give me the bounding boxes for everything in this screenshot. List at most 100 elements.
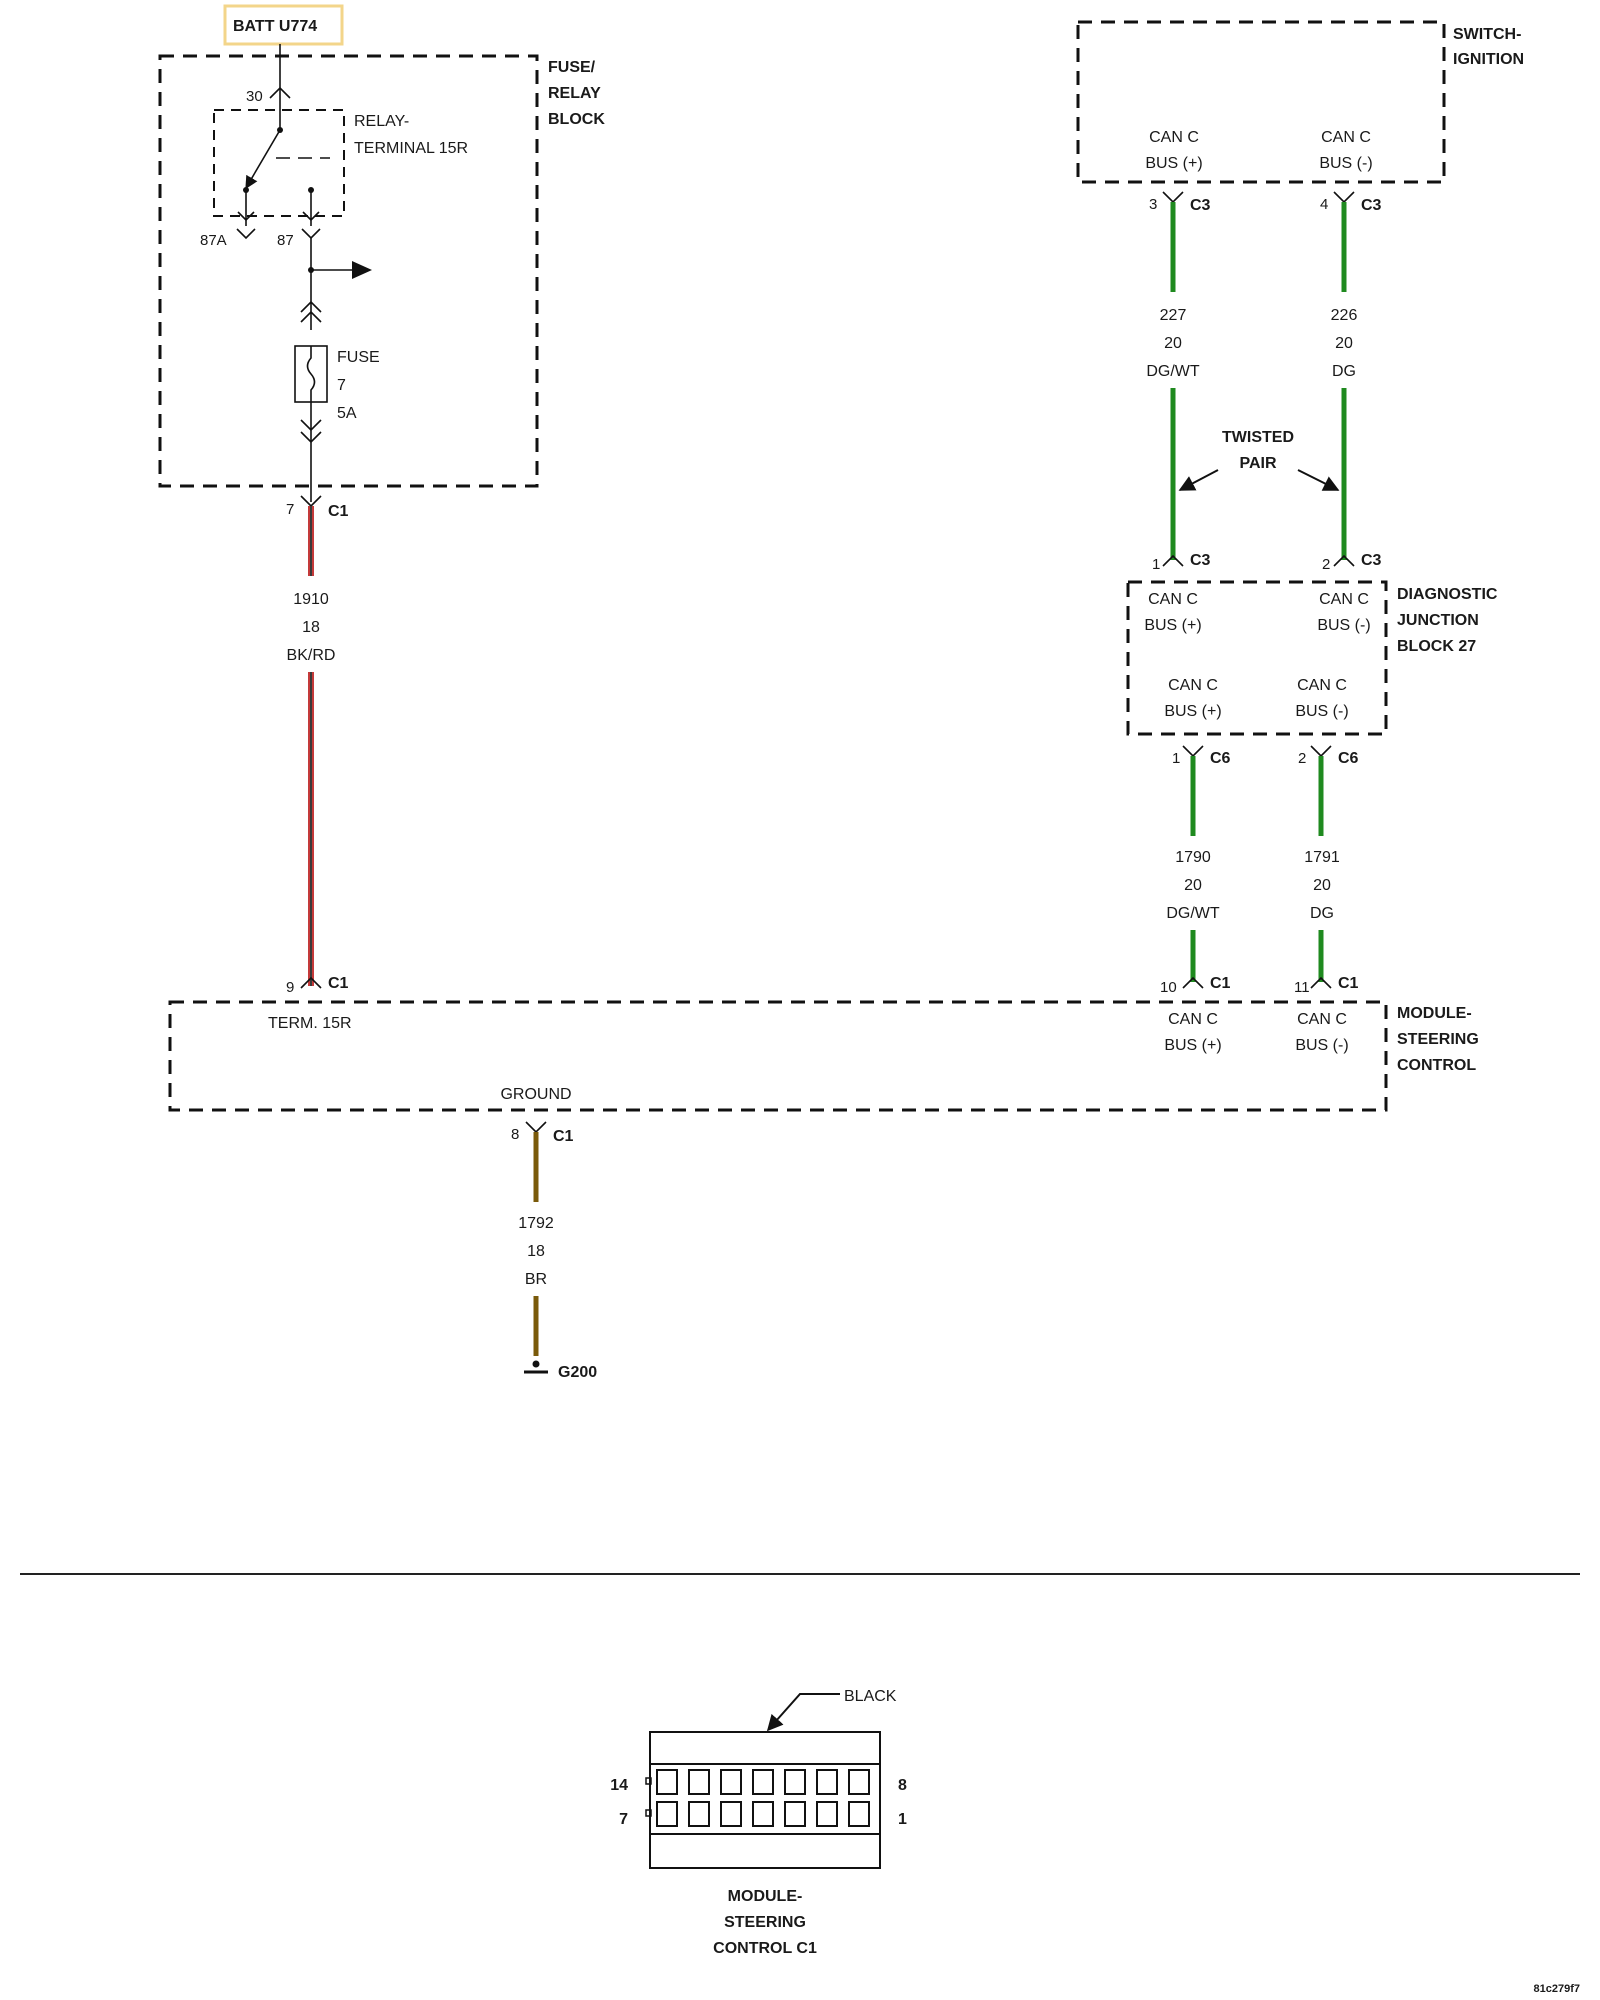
djb-in-pin-2: 2	[1322, 556, 1330, 573]
wire-1791-color: DG	[1310, 905, 1334, 922]
pin-7-conn-label: C1	[328, 503, 349, 520]
fuse-7-icon	[294, 345, 328, 403]
djb-pin-1-c3-connector-icon	[1162, 554, 1184, 567]
switch-pin-4: 4	[1320, 196, 1328, 213]
connector-body	[649, 1731, 881, 1869]
pin-30-label: 30	[246, 88, 263, 105]
module-can-plus-2: BUS (+)	[1164, 1037, 1221, 1054]
relay-label-1: RELAY-	[354, 113, 409, 130]
ground-g200: G200	[524, 1360, 597, 1381]
connector-caption-1: MODULE-	[728, 1888, 803, 1905]
djb-pin-1-c6-connector-icon	[1182, 745, 1204, 758]
batt-u774: BATT U774	[223, 4, 344, 88]
djb-outline	[1126, 580, 1388, 736]
pin-3-c3-connector-icon	[1162, 191, 1184, 204]
connector-color-arrow-icon	[766, 1693, 840, 1732]
switch-can-plus-1: CAN C	[1149, 129, 1199, 146]
wire-226: 226 20 DG	[1331, 202, 1358, 560]
module-pin-11: 11	[1294, 979, 1310, 996]
switch-pin-4-conn: C3	[1361, 197, 1382, 214]
ground-icon	[532, 1360, 540, 1368]
twisted-pair-left-arrow-icon	[1178, 469, 1219, 491]
djb-in-pin-1-conn: C3	[1190, 552, 1211, 569]
connector-view: BLACK 14 7 8 1 MODULE- STEERING	[610, 1688, 907, 1957]
connector-pin-1: 1	[898, 1811, 907, 1828]
djb-out-pin-2-conn: C6	[1338, 750, 1359, 767]
wire-1792-color: BR	[525, 1271, 547, 1288]
pin-10-c1-connector-icon	[1182, 976, 1204, 989]
wire-1792-circuit: 1792	[518, 1215, 554, 1232]
djb-in-pin-1: 1	[1152, 556, 1160, 573]
connector-pin-14: 14	[610, 1777, 628, 1794]
wire-1910-color: BK/RD	[287, 647, 336, 664]
djb-title-3: BLOCK 27	[1397, 638, 1476, 655]
wire-1790: 1790 20 DG/WT	[1166, 756, 1220, 982]
module-ground-label: GROUND	[500, 1086, 571, 1103]
djb-bottom-left-2: BUS (+)	[1164, 703, 1221, 720]
connector-color-label: BLACK	[844, 1688, 897, 1705]
pin-8-c1-connector-icon	[525, 1121, 547, 1134]
switch-ignition: SWITCH- IGNITION CAN C BUS (+) CAN C BUS…	[1076, 20, 1524, 214]
wire-1790-gauge: 20	[1184, 877, 1202, 894]
wire-1791-circuit: 1791	[1304, 849, 1340, 866]
wire-1792: 1792 18 BR	[518, 1132, 554, 1356]
fuse-relay-block-outline	[158, 54, 539, 488]
figure-id: 81c279f7	[1534, 1983, 1581, 1995]
ground-label: G200	[558, 1364, 597, 1381]
wire-227-circuit: 227	[1160, 307, 1187, 324]
fuse-label-3: 5A	[337, 405, 357, 422]
wire-1792-gauge: 18	[527, 1243, 545, 1260]
module-pin-10: 10	[1160, 979, 1177, 996]
wire-1910: 1910 18 BK/RD	[287, 506, 336, 986]
switch-ignition-title-1: SWITCH-	[1453, 26, 1521, 43]
djb-top-left-1: CAN C	[1148, 591, 1198, 608]
batt-label: BATT U774	[233, 18, 317, 35]
pin-87-connector-icon	[301, 228, 321, 240]
connector-cavities	[656, 1769, 870, 1827]
module-outline	[168, 1000, 1388, 1112]
wire-1791: 1791 20 DG	[1304, 756, 1340, 982]
module-steering-control: 9 C1 10 C1 11 C1 MODULE- STEERING CONTRO…	[168, 975, 1479, 1145]
module-pin-10-conn: C1	[1210, 975, 1231, 992]
wire-1790-color: DG/WT	[1166, 905, 1220, 922]
switch-pin-3-conn: C3	[1190, 197, 1211, 214]
wire-226-circuit: 226	[1331, 307, 1358, 324]
djb-bottom-left-1: CAN C	[1168, 677, 1218, 694]
wire-1910-gauge: 18	[302, 619, 320, 636]
relay-label-2: TERMINAL 15R	[354, 140, 468, 157]
fuse-relay-title-2: RELAY	[548, 85, 601, 102]
module-can-minus-1: CAN C	[1297, 1011, 1347, 1028]
module-pin-8: 8	[511, 1126, 519, 1143]
fuse-relay-title-3: BLOCK	[548, 111, 605, 128]
wire-1790-circuit: 1790	[1175, 849, 1211, 866]
twisted-pair-1: TWISTED	[1222, 429, 1294, 446]
pin-11-c1-connector-icon	[1310, 976, 1332, 989]
switch-pin-3: 3	[1149, 196, 1157, 213]
djb-title-1: DIAGNOSTIC	[1397, 586, 1498, 603]
connector-pin-7: 7	[619, 1811, 628, 1828]
fuse-label-1: FUSE	[337, 349, 380, 366]
fuse-label-2: 7	[337, 377, 346, 394]
pin-9-c1-connector-icon	[300, 976, 322, 989]
fuse-bottom-chevron-icon	[300, 419, 322, 432]
djb-in-pin-2-conn: C3	[1361, 552, 1382, 569]
relay-switch-icon	[237, 127, 330, 226]
pin-7-label: 7	[286, 501, 294, 518]
twisted-pair-note: TWISTED PAIR	[1178, 429, 1340, 491]
switch-can-minus-2: BUS (-)	[1319, 155, 1372, 172]
relay-outline	[213, 109, 345, 217]
splice-arrow-icon	[352, 261, 372, 279]
djb-top-right-1: CAN C	[1319, 591, 1369, 608]
fuse-top-chevron-icon	[300, 300, 322, 313]
twisted-pair-right-arrow-icon	[1297, 469, 1340, 491]
fuse-relay-block: FUSE/ RELAY BLOCK 30 RELAY- TERMINAL 15R…	[158, 54, 605, 520]
djb-out-pin-2: 2	[1298, 750, 1306, 767]
fuse-relay-title-1: FUSE/	[548, 59, 596, 76]
djb-out-pin-1-conn: C6	[1210, 750, 1231, 767]
diagnostic-junction-block: 1 C3 2 C3 DIAGNOSTIC JUNCTION BLOCK 27 C…	[1126, 552, 1498, 767]
connector-caption-2: STEERING	[724, 1914, 806, 1931]
module-can-plus-1: CAN C	[1168, 1011, 1218, 1028]
djb-bottom-right-1: CAN C	[1297, 677, 1347, 694]
pin-4-c3-connector-icon	[1333, 191, 1355, 204]
djb-bottom-right-2: BUS (-)	[1295, 703, 1348, 720]
